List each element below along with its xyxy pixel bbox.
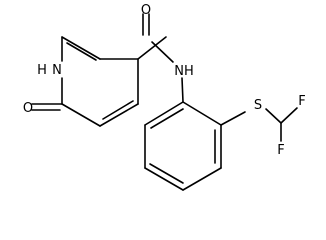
atom-f-top: F	[298, 94, 305, 109]
bond-c6-c5	[61, 103, 101, 127]
bond-c2-c3	[61, 36, 101, 60]
atom-nh-amide: NH	[174, 64, 194, 79]
bond-c3b-ccarbonyl	[137, 36, 167, 60]
bond-s-chf2	[265, 108, 282, 124]
bond-c2-s	[220, 111, 246, 126]
atom-f-bottom: F	[277, 143, 284, 158]
atom-n-ring: N	[52, 63, 62, 78]
molecule-canvas: O NH H N O S F F	[23, 3, 306, 191]
bond-c6ar-c1-inner	[150, 108, 184, 129]
bond-chf2-ftop	[280, 107, 298, 124]
bond-c1-c2	[182, 101, 222, 126]
bond-c2-c3-inner	[66, 42, 97, 61]
atom-s: S	[254, 98, 262, 113]
bond-c3ar-c4ar	[182, 167, 222, 191]
bond-c4ar-c5ar	[144, 167, 184, 191]
bond-c6ar-c1	[144, 101, 184, 126]
bond-n-c1	[181, 77, 184, 103]
atom-o-carbonyl: O	[141, 3, 151, 18]
atom-o-ketone: O	[23, 101, 33, 116]
bond-c5-c4-inner	[102, 100, 134, 120]
bond-c5-c4	[99, 103, 139, 127]
bond-ccarbonyl-n	[151, 41, 174, 63]
bond-c4ar-c5ar-inner	[149, 163, 184, 184]
structure-diagram: O NH H N O S F F	[23, 3, 306, 191]
atom-h-ring: H	[37, 63, 47, 78]
